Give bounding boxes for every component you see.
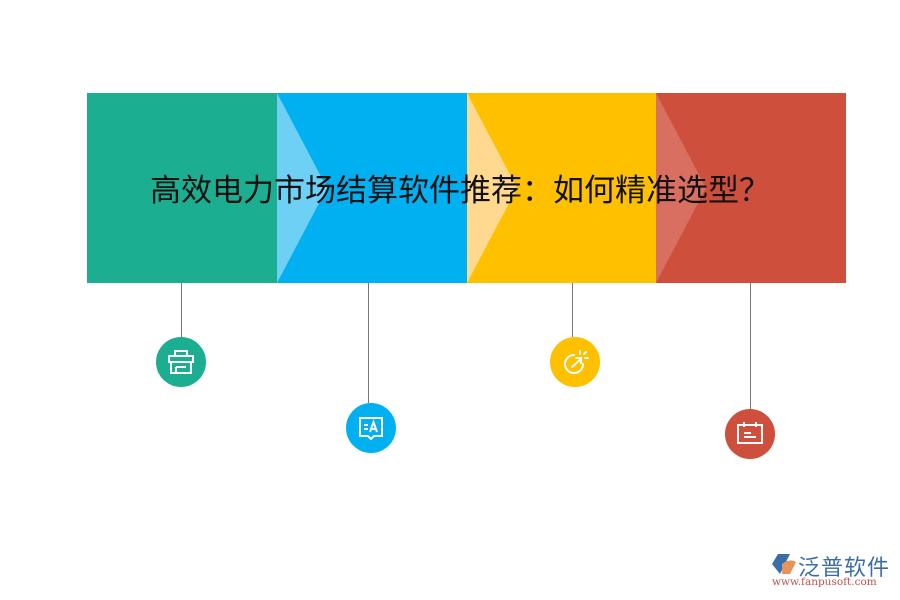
chevron-arrow-icon xyxy=(277,93,327,283)
connector-line-3 xyxy=(572,283,573,337)
calendar-icon xyxy=(737,422,763,444)
toolbox-icon xyxy=(168,350,194,374)
logo-url: www.fanpusoft.com xyxy=(772,576,877,588)
step-4-circle xyxy=(725,409,775,459)
segment-4 xyxy=(656,93,846,283)
diagram-title: 高效电力市场结算软件推荐：如何精准选型？ xyxy=(150,173,770,209)
connector-line-1 xyxy=(181,283,182,337)
chevron-arrow-icon xyxy=(467,93,517,283)
connector-line-2 xyxy=(368,283,369,403)
segment-3 xyxy=(467,93,656,283)
refresh-arrow-icon xyxy=(564,350,589,374)
process-band xyxy=(87,93,846,283)
step-2-circle xyxy=(346,403,396,453)
connector-line-4 xyxy=(750,283,751,409)
step-1-circle xyxy=(156,337,206,387)
chevron-arrow-icon xyxy=(656,93,706,283)
segment-1 xyxy=(87,93,277,283)
logo-mark-icon xyxy=(772,554,796,574)
text-message-icon xyxy=(359,417,383,441)
logo-name: 泛普软件 xyxy=(798,556,891,581)
segment-2 xyxy=(277,93,467,283)
fanpusoft-logo: 泛普软件 www.fanpusoft.com xyxy=(768,550,893,590)
step-3-circle xyxy=(550,337,600,387)
